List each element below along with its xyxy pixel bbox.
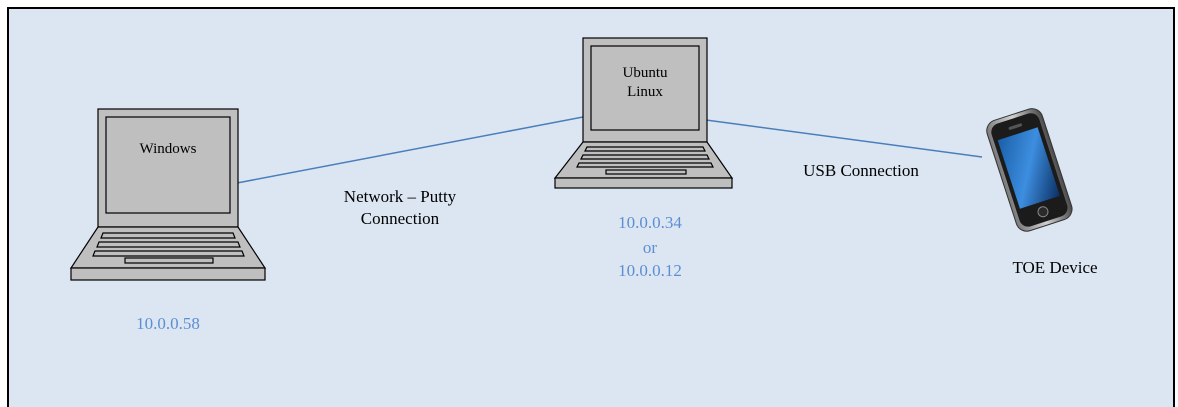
ubuntu-ip-address-line1: 10.0.0.34 bbox=[618, 213, 682, 232]
ubuntu-laptop-icon bbox=[553, 37, 734, 189]
ubuntu-screen-label-line1: Ubuntu bbox=[622, 65, 668, 81]
network-connection-label-line2: Connection bbox=[360, 209, 440, 228]
toe-device-label: TOE Device bbox=[1012, 258, 1098, 277]
ubuntu-ip-or: or bbox=[642, 238, 658, 257]
network-connection-label-line1: Network – Putty bbox=[343, 187, 457, 206]
network-connection-line bbox=[236, 116, 584, 184]
windows-ip-address: 10.0.0.58 bbox=[136, 314, 200, 333]
usb-connection-line bbox=[705, 119, 983, 158]
ubuntu-ip-address-line2: 10.0.0.12 bbox=[618, 261, 682, 280]
windows-screen-label: Windows bbox=[139, 141, 197, 157]
phone-device-icon bbox=[986, 108, 1073, 232]
windows-laptop-icon bbox=[69, 108, 267, 281]
usb-connection-label: USB Connection bbox=[803, 161, 919, 180]
ubuntu-screen-label-line2: Linux bbox=[627, 84, 663, 100]
